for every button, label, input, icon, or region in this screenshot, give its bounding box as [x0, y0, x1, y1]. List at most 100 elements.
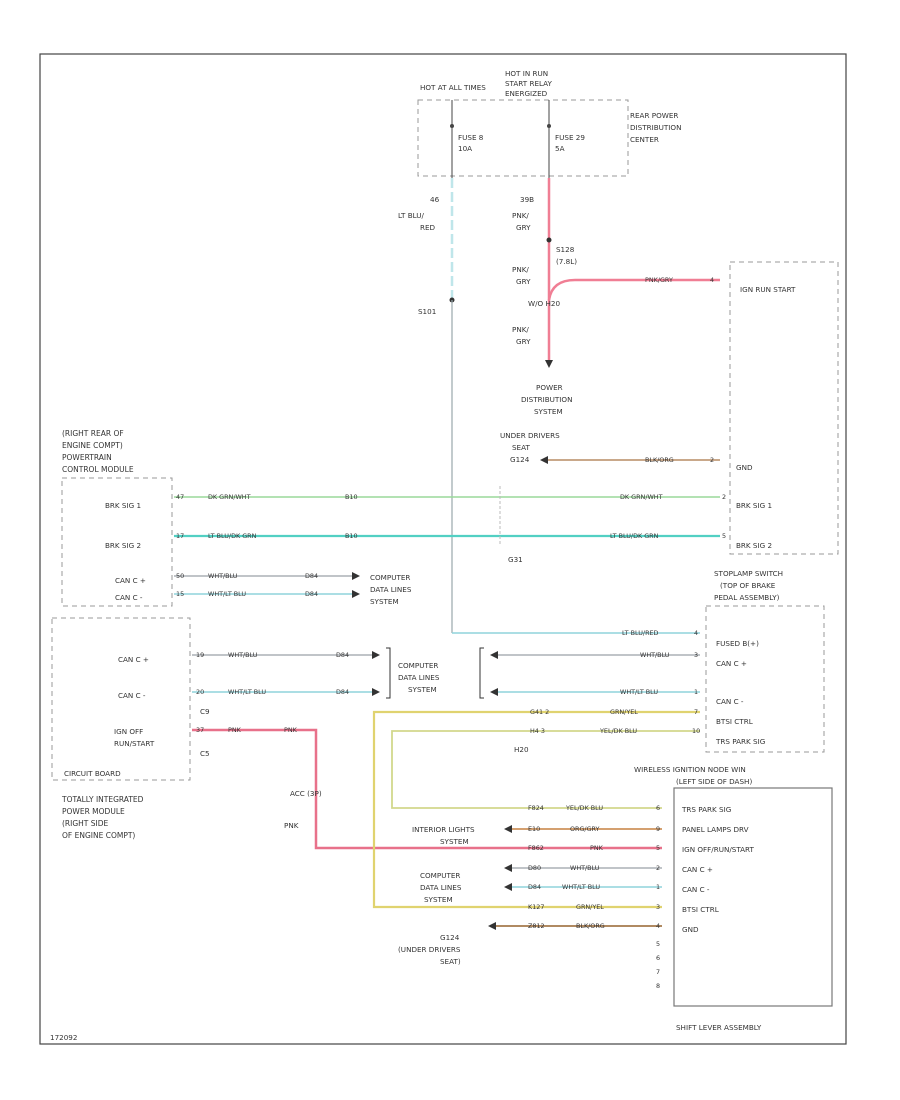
ext-lights-2: SYSTEM	[440, 837, 469, 846]
pcm-canm: CAN C -	[115, 593, 143, 602]
sls-canm-arrow	[490, 688, 498, 696]
gnd-wire: BLK/ORG	[645, 456, 674, 464]
pcm-canp-arrow	[352, 572, 360, 580]
pds-1: POWER	[536, 383, 563, 392]
g31-label: G31	[508, 555, 523, 564]
pnk-gry-2a: PNK/	[512, 265, 529, 274]
brk1-wire: DK GRN/WHT	[208, 493, 251, 501]
pnk-3: PNK	[284, 821, 299, 830]
hot-label-2b: START RELAY	[505, 79, 553, 88]
win-l-7: GND	[682, 925, 699, 934]
fuse-29-label: FUSE 29	[555, 133, 585, 142]
win-canp-arrow	[504, 864, 512, 872]
win-pin-2: 9	[656, 825, 660, 833]
win-cav-4: D80	[528, 864, 541, 872]
sls-title-1: STOPLAMP SWITCH	[714, 569, 783, 578]
tipm-ign-wire2: PNK	[284, 726, 298, 734]
gnd-arrow	[540, 456, 548, 464]
sls-cav-b: H4 3	[530, 727, 545, 735]
gnd-where-2: SEAT	[512, 443, 530, 452]
cdl2-bracket-l	[386, 647, 391, 699]
sls-title-3: PEDAL ASSEMBLY)	[714, 593, 780, 602]
sls-pn-4: 7	[694, 708, 698, 716]
sls-wire-3: WHT/LT BLU	[620, 688, 658, 696]
fuse-8-label: FUSE 8	[458, 133, 484, 142]
tipm-canm-ref: D84	[336, 688, 349, 696]
sls-wire-5: YEL/DK BLU	[599, 727, 637, 735]
tipm-title-1: TOTALLY INTEGRATED	[61, 795, 144, 804]
win-canm-arrow	[504, 883, 512, 891]
gnd-pin: 2	[710, 456, 714, 464]
sls-canp-arrow	[490, 651, 498, 659]
sls-wire-2: WHT/BLU	[640, 651, 670, 659]
cav-39b: 39B	[520, 195, 534, 204]
sls-pn-1: 4	[694, 629, 698, 637]
diagram-frame	[39, 53, 847, 1045]
tipm-canm-cav: 20	[196, 688, 204, 696]
tipm-title-2: POWER MODULE	[62, 807, 125, 816]
pcm-canm-arrow	[352, 590, 360, 598]
gnd-where-1: UNDER DRIVERS	[500, 431, 560, 440]
win-footer: SHIFT LEVER ASSEMBLY	[676, 1023, 762, 1032]
tipm-ign-1: IGN OFF	[114, 727, 143, 736]
cdl3-1: COMPUTER	[420, 871, 460, 880]
tipm-ign-2: RUN/START	[114, 739, 155, 748]
cdl2-1: COMPUTER	[398, 661, 438, 670]
ign-pin: 4	[710, 276, 714, 284]
cdl2-3: SYSTEM	[408, 685, 437, 694]
pcm-canm-cav: 15	[176, 590, 184, 598]
sls-pn-2: 3	[694, 651, 698, 659]
sls-pin-4: BTSI CTRL	[716, 717, 753, 726]
cdl2-2: DATA LINES	[398, 673, 440, 682]
cdl3-3: SYSTEM	[424, 895, 453, 904]
sls-pin-5: TRS PARK SIG	[715, 737, 765, 746]
sls-pn-3: 1	[694, 688, 698, 696]
sls-pin-2: CAN C +	[716, 659, 747, 668]
tipm-conn-c5: C5	[200, 749, 210, 758]
pcm-canp-cav: 50	[176, 572, 184, 580]
win-l-6: BTSI CTRL	[682, 905, 719, 914]
ign-wire-label: PNK/GRY	[645, 276, 673, 284]
pnk-gry-1b: GRY	[516, 223, 531, 232]
g124-lower-3: SEAT)	[440, 957, 461, 966]
tipm-bottom: CIRCUIT BOARD	[64, 769, 121, 778]
gnd-id: G124	[510, 455, 530, 464]
win-cav-1: F824	[528, 804, 544, 812]
win-l-2: PANEL LAMPS DRV	[682, 825, 749, 834]
pcm-title-1: (RIGHT REAR OF	[62, 429, 124, 438]
win-wire-4: WHT/BLU	[570, 864, 600, 872]
brk2-wire-r: LT BLU/DK GRN	[610, 532, 659, 540]
pcm-title-3: POWERTRAIN	[62, 453, 112, 462]
wire-yel-dk-blu-trs	[391, 730, 700, 809]
ign-label: IGN RUN START	[740, 285, 796, 294]
bsm-connector-box	[729, 261, 839, 555]
pcm-brk2: BRK SIG 2	[105, 541, 141, 550]
win-pin-5: 1	[656, 883, 660, 891]
fuse-29-amps: 5A	[555, 144, 565, 153]
tipm-canp-wire: WHT/BLU	[228, 651, 258, 659]
pnk-gry-2b: GRY	[516, 277, 531, 286]
tipm-ign-wire: PNK	[228, 726, 242, 734]
pnk-gry-3b: GRY	[516, 337, 531, 346]
pcm-canp: CAN C +	[115, 576, 146, 585]
w-o-h20: W/O H20	[528, 299, 560, 308]
pcm-canm-ref: D84	[305, 590, 318, 598]
sls-pin-1: FUSED B(+)	[716, 639, 759, 648]
cdl1-2: DATA LINES	[370, 585, 412, 594]
pds-2: DISTRIBUTION	[521, 395, 572, 404]
ext-lights-1: INTERIOR LIGHTS	[412, 825, 475, 834]
win-cav-7: Z812	[528, 922, 545, 930]
pds-arrow	[545, 360, 553, 368]
pds-3: SYSTEM	[534, 407, 563, 416]
sls-pin-3: CAN C -	[716, 697, 744, 706]
win-wire-2: ORG/GRY	[570, 825, 600, 833]
s128-label-b: (7.8L)	[556, 257, 577, 266]
g124-lower-arrow	[488, 922, 496, 930]
rpdc-title-2: DISTRIBUTION	[630, 123, 681, 132]
brk2-sheet: B10	[345, 532, 358, 540]
brk2-pin: 5	[722, 532, 726, 540]
brk2-cav: 17	[176, 532, 184, 540]
win-pin-6: 3	[656, 903, 660, 911]
win-pin-1: 6	[656, 804, 660, 812]
